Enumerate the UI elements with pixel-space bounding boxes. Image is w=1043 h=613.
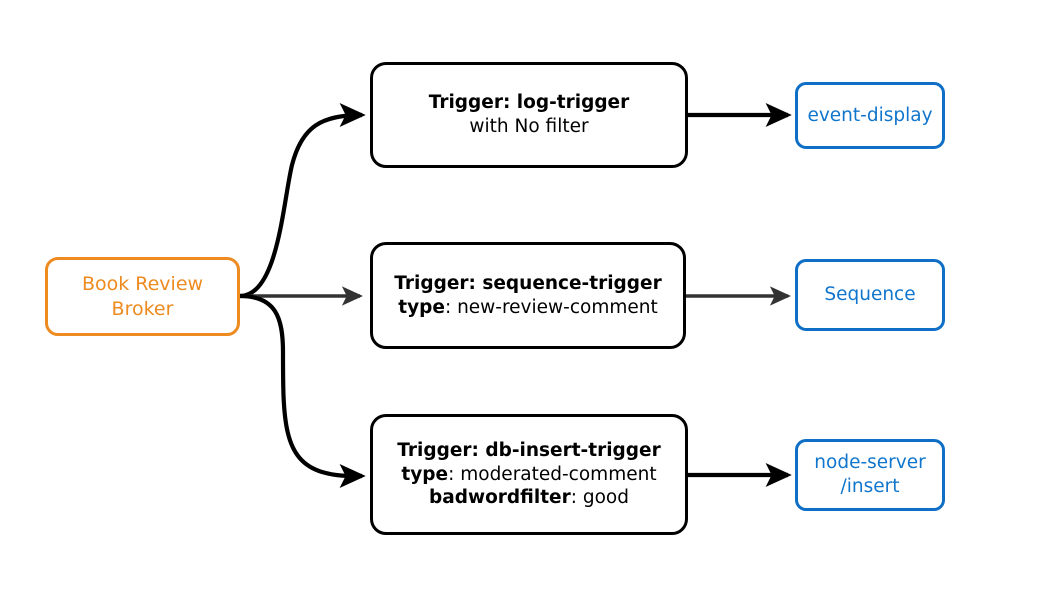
node-service-event-display[interactable]: event-display	[795, 82, 945, 149]
trigger-db-line3-bold: badwordfilter	[429, 487, 571, 509]
node-trigger-log-trigger[interactable]: Trigger: log-trigger with No filter	[370, 62, 688, 168]
trigger-db-line2-rest: : moderated-comment	[448, 463, 657, 485]
trigger-sequence-line2: type: new-review-comment	[398, 296, 657, 320]
node-book-review-broker[interactable]: Book Review Broker	[45, 257, 240, 336]
node-service-node-server-insert[interactable]: node-server /insert	[795, 439, 945, 511]
broker-label-line2: Broker	[111, 297, 174, 320]
trigger-sequence-line2-bold: type	[398, 296, 445, 318]
node-service-sequence[interactable]: Sequence	[795, 259, 945, 331]
trigger-log-line2-rest: with No filter	[469, 116, 589, 137]
trigger-sequence-line2-rest: : new-review-comment	[444, 296, 658, 318]
trigger-log-line1: Trigger: log-trigger	[429, 91, 629, 115]
service-node-server-label-line1: node-server	[814, 452, 926, 474]
trigger-db-line1: Trigger: db-insert-trigger	[397, 439, 660, 463]
trigger-log-line2: with No filter	[469, 115, 588, 139]
trigger-sequence-line1-bold: Trigger: sequence-trigger	[394, 272, 662, 294]
trigger-sequence-line1: Trigger: sequence-trigger	[394, 272, 661, 296]
edge-broker-to-log-trigger	[239, 103, 366, 299]
broker-label-line1: Book Review	[81, 273, 204, 296]
service-sequence-label: Sequence	[824, 284, 916, 306]
trigger-db-line2: type: moderated-comment	[401, 463, 656, 487]
node-trigger-sequence-trigger[interactable]: Trigger: sequence-trigger type: new-revi…	[370, 242, 686, 349]
service-node-server-label-line2: /insert	[840, 476, 900, 497]
service-event-display-label: event-display	[807, 104, 933, 126]
trigger-db-line1-bold: Trigger: db-insert-trigger	[397, 439, 661, 461]
edge-broker-to-db-insert-trigger	[239, 293, 366, 488]
trigger-db-line3-rest: : good	[570, 487, 629, 509]
trigger-log-line1-bold: Trigger: log-trigger	[428, 92, 630, 114]
trigger-db-line2-bold: type	[401, 463, 449, 485]
node-trigger-db-insert-trigger[interactable]: Trigger: db-insert-trigger type: moderat…	[370, 414, 688, 535]
trigger-db-line3: badwordfilter: good	[429, 486, 629, 510]
